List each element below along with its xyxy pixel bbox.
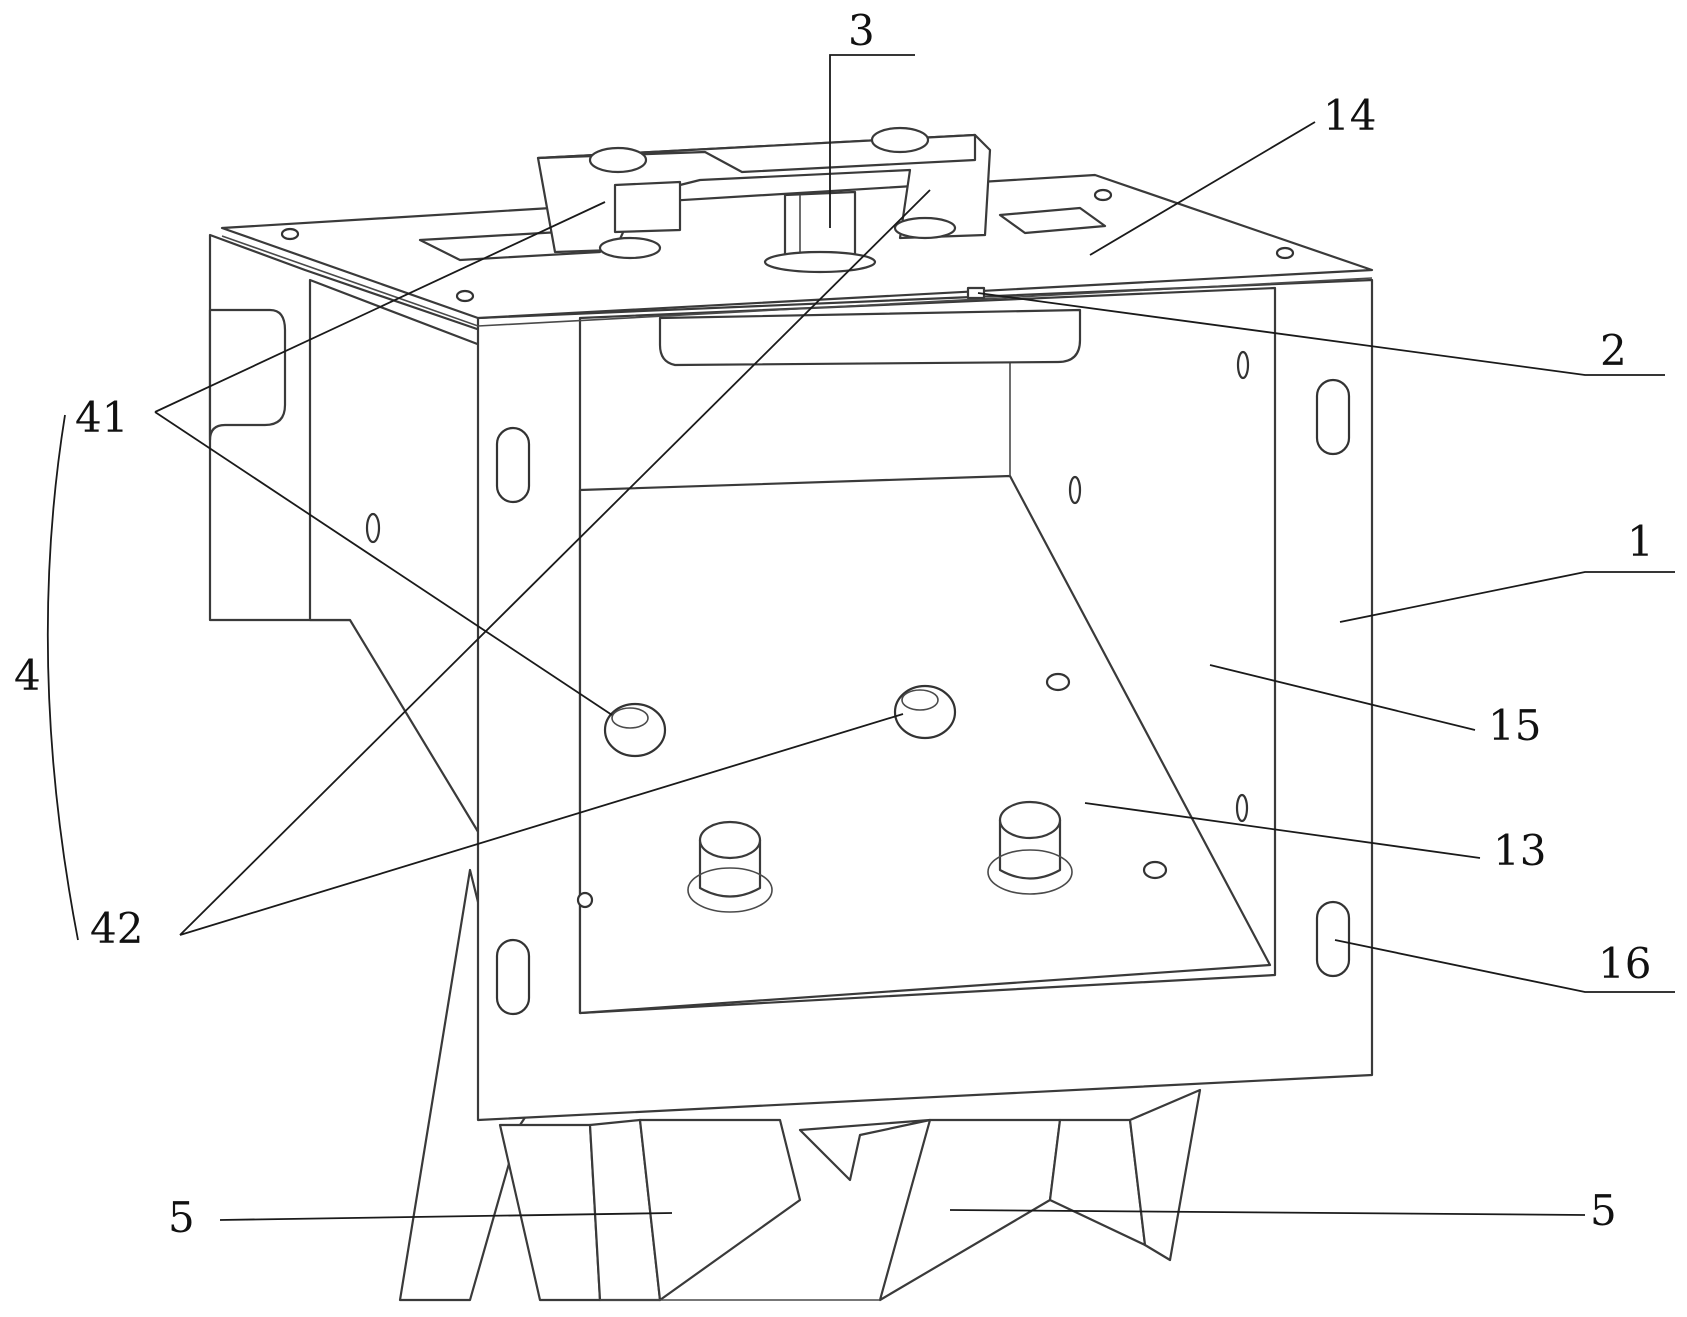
small-hole-2 <box>1068 475 1082 505</box>
left-slot-hole <box>365 512 381 544</box>
label-4: 4 <box>14 651 41 700</box>
left-washer <box>598 236 662 260</box>
right-outer-fin <box>1128 1088 1202 1262</box>
label-14: 14 <box>1323 91 1376 140</box>
leader-5a <box>219 1212 673 1221</box>
bottom-fins <box>398 868 1202 1302</box>
right-washer <box>893 216 957 240</box>
leader-42b <box>179 713 904 936</box>
center-block-base <box>763 250 877 274</box>
left-inner-wall <box>308 278 482 837</box>
slot-hole-bottom-left <box>495 938 531 1016</box>
slot-hole-top-right <box>1315 378 1351 456</box>
small-hole-6 <box>576 891 594 909</box>
leader-16 <box>1334 939 1675 993</box>
right-bracket-tab <box>998 206 1107 235</box>
leader-14 <box>1089 121 1316 256</box>
label-5-right: 5 <box>1590 1186 1617 1235</box>
post-left-base <box>687 867 773 913</box>
mid-fin <box>798 1118 932 1182</box>
right-fin-b <box>1048 1118 1147 1247</box>
top-bracket <box>536 126 992 274</box>
small-hole-5 <box>1142 860 1168 880</box>
leader-5b <box>949 1209 1586 1216</box>
right-screw-head <box>870 126 930 154</box>
post-right-top <box>998 800 1062 840</box>
small-hole-3 <box>1235 793 1249 823</box>
small-hole-1 <box>1236 350 1250 380</box>
mount-hole-42 <box>893 684 957 740</box>
slot-hole-top-left <box>495 426 531 504</box>
label-1: 1 <box>1627 517 1654 566</box>
mount-hole-42-inner <box>901 689 939 711</box>
label-15: 15 <box>1488 701 1541 750</box>
leader-3 <box>829 54 915 228</box>
slot-hole-bottom-right <box>1315 900 1351 978</box>
top-hole-2 <box>455 289 475 303</box>
label-16: 16 <box>1598 939 1651 988</box>
label-41: 41 <box>75 393 128 442</box>
mount-hole-41 <box>603 702 667 758</box>
left-fin-a <box>498 1123 602 1302</box>
mount-hole-41-inner <box>611 707 649 729</box>
brace-4 <box>46 414 79 941</box>
leader-1 <box>1339 571 1675 623</box>
leader-13 <box>1084 802 1481 859</box>
leader-42a <box>179 189 931 936</box>
main-frame <box>476 278 1374 1122</box>
left-screw-head <box>588 146 648 174</box>
post-left-top <box>698 820 762 860</box>
left-fin-c <box>638 1118 802 1302</box>
top-plate-edge <box>221 235 1373 327</box>
left-flange-notch <box>208 308 287 442</box>
label-5-left: 5 <box>168 1193 195 1242</box>
label-13: 13 <box>1493 826 1546 875</box>
top-hole-1 <box>280 227 300 241</box>
leader-lines <box>46 54 1675 1221</box>
post-right-base <box>987 849 1073 895</box>
labels: 3 14 2 1 15 13 16 41 42 4 5 5 <box>14 6 1654 1242</box>
leader-41b <box>154 411 613 716</box>
leader-41a <box>154 201 606 413</box>
leader-15 <box>1209 664 1476 731</box>
top-roller <box>658 308 1082 367</box>
top-hole-3 <box>1093 188 1113 202</box>
small-hole-4 <box>1045 672 1071 692</box>
left-bracket-block <box>613 180 682 234</box>
label-42: 42 <box>90 904 143 953</box>
left-side-flange <box>208 233 482 837</box>
leader-2 <box>977 292 1665 376</box>
top-hole-4 <box>1275 246 1295 260</box>
label-3: 3 <box>848 6 875 55</box>
label-2: 2 <box>1600 326 1627 375</box>
